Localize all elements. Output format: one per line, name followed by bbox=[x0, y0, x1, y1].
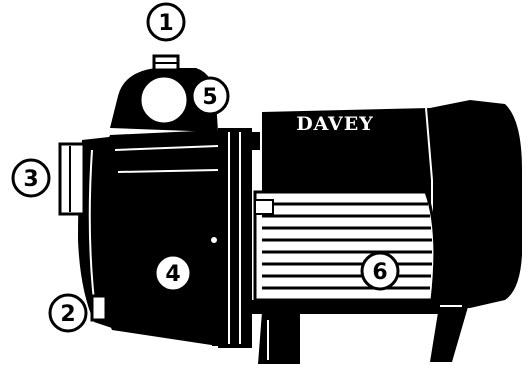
callout-3-label: 3 bbox=[23, 167, 38, 192]
callout-1-label: 1 bbox=[158, 11, 173, 36]
callout-5: 5 bbox=[192, 78, 228, 114]
callout-2-label: 2 bbox=[60, 302, 75, 327]
callout-5-label: 5 bbox=[202, 85, 217, 110]
callout-4-label: 4 bbox=[165, 262, 180, 287]
callout-2: 2 bbox=[50, 295, 86, 331]
pump-body bbox=[96, 130, 218, 346]
priming-plug bbox=[154, 56, 178, 70]
motor-finned-body bbox=[255, 192, 435, 300]
callout-4: 4 bbox=[155, 255, 191, 291]
callout-1: 1 bbox=[148, 4, 184, 40]
brand-label: DAVEY bbox=[296, 113, 374, 135]
motor-base bbox=[250, 300, 440, 364]
inlet-port bbox=[60, 144, 84, 214]
drain-plug bbox=[92, 296, 106, 320]
callout-6-label: 6 bbox=[372, 260, 387, 285]
callout-6: 6 bbox=[362, 253, 398, 289]
flange-plate bbox=[212, 128, 260, 348]
callout-3: 3 bbox=[13, 160, 49, 196]
